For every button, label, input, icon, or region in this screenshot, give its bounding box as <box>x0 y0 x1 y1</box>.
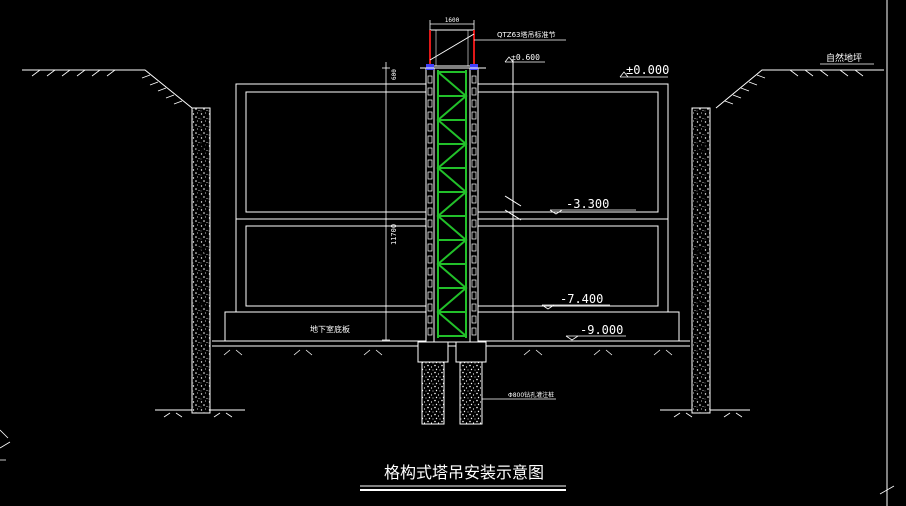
tower-batten <box>471 255 477 264</box>
tower-batten <box>427 111 433 120</box>
tower-batten <box>427 279 433 288</box>
corner-marks <box>0 429 895 495</box>
tower-batten <box>427 75 433 84</box>
tower-batten <box>471 135 477 144</box>
tower-batten <box>471 267 477 276</box>
pile-left <box>421 361 445 425</box>
pile-cap-right <box>455 341 487 363</box>
soil-hatch <box>31 69 864 418</box>
wall-text-left: 围 护 体 系 <box>196 142 207 311</box>
svg-text:护: 护 <box>696 191 707 205</box>
tower-batten <box>471 303 477 312</box>
tower-batten <box>471 279 477 288</box>
elevation-7400: -7.400 <box>560 292 603 306</box>
tower-batten <box>427 183 433 192</box>
lattice-diagonal <box>436 71 468 337</box>
elevation-markers <box>504 56 668 341</box>
tower-batten <box>427 171 433 180</box>
elevation-0000: ±0.000 <box>626 63 669 77</box>
tower-batten <box>471 219 477 228</box>
tower-batten <box>427 303 433 312</box>
tower-batten <box>471 327 477 336</box>
elevation-axis <box>504 60 522 340</box>
tower-batten <box>427 291 433 300</box>
svg-text:围: 围 <box>696 142 707 155</box>
pile-note-label: Φ800钻孔灌注桩 <box>508 391 554 399</box>
elevation-0600: ±0.600 <box>511 53 540 62</box>
tower-batten <box>427 231 433 240</box>
tower-batten <box>427 99 433 108</box>
tower-batten <box>427 159 433 168</box>
tower-batten <box>471 99 477 108</box>
tower-batten <box>427 135 433 144</box>
tower-batten <box>427 87 433 96</box>
height-dimension <box>382 62 390 341</box>
svg-text:体: 体 <box>196 244 207 258</box>
lattice-column <box>425 67 479 343</box>
svg-text:系: 系 <box>196 298 207 311</box>
tower-batten <box>471 87 477 96</box>
standard-section-label: QTZ63塔吊标准节 <box>497 30 556 39</box>
tower-batten <box>471 171 477 180</box>
tower-batten <box>427 255 433 264</box>
tower-batten <box>427 219 433 228</box>
top-width-dimension <box>429 20 475 30</box>
tower-batten <box>471 195 477 204</box>
wall-text-right: 围 护 体 系 <box>696 142 707 311</box>
tower-batten <box>471 75 477 84</box>
tower-batten <box>471 207 477 216</box>
tower-batten <box>471 243 477 252</box>
tower-batten <box>471 315 477 324</box>
tower-crane-standard-section <box>420 29 486 70</box>
tower-batten <box>471 147 477 156</box>
elevation-9000: -9.000 <box>580 323 623 337</box>
svg-text:护: 护 <box>196 191 207 205</box>
tower-batten <box>471 231 477 240</box>
tower-batten <box>471 123 477 132</box>
svg-text:围: 围 <box>196 142 207 155</box>
retaining-wall-left <box>191 107 211 414</box>
tower-batten <box>427 195 433 204</box>
pile-cap-left <box>417 341 449 363</box>
tower-batten <box>471 111 477 120</box>
tower-batten <box>427 207 433 216</box>
tower-batten <box>471 159 477 168</box>
tower-batten <box>427 327 433 336</box>
tower-batten <box>427 243 433 252</box>
tower-batten <box>427 267 433 276</box>
tower-batten <box>471 291 477 300</box>
height-11700-label: 11700 <box>390 224 398 245</box>
natural-ground-label: 自然地坪 <box>826 52 862 64</box>
drawing-title: 格构式塔吊安装示意图 <box>384 463 544 482</box>
retaining-wall-right <box>691 107 711 414</box>
tower-batten <box>471 183 477 192</box>
tower-batten <box>427 147 433 156</box>
base-plate-label: 地下室底板 <box>310 324 350 334</box>
top-width-label: 1600 <box>445 17 460 24</box>
tower-batten <box>427 315 433 324</box>
height-600-label: 600 <box>391 69 398 80</box>
svg-text:系: 系 <box>696 298 707 311</box>
tower-batten <box>427 123 433 132</box>
elevation-3300: -3.300 <box>566 197 609 211</box>
pile-right <box>459 361 483 425</box>
svg-text:体: 体 <box>696 244 707 258</box>
